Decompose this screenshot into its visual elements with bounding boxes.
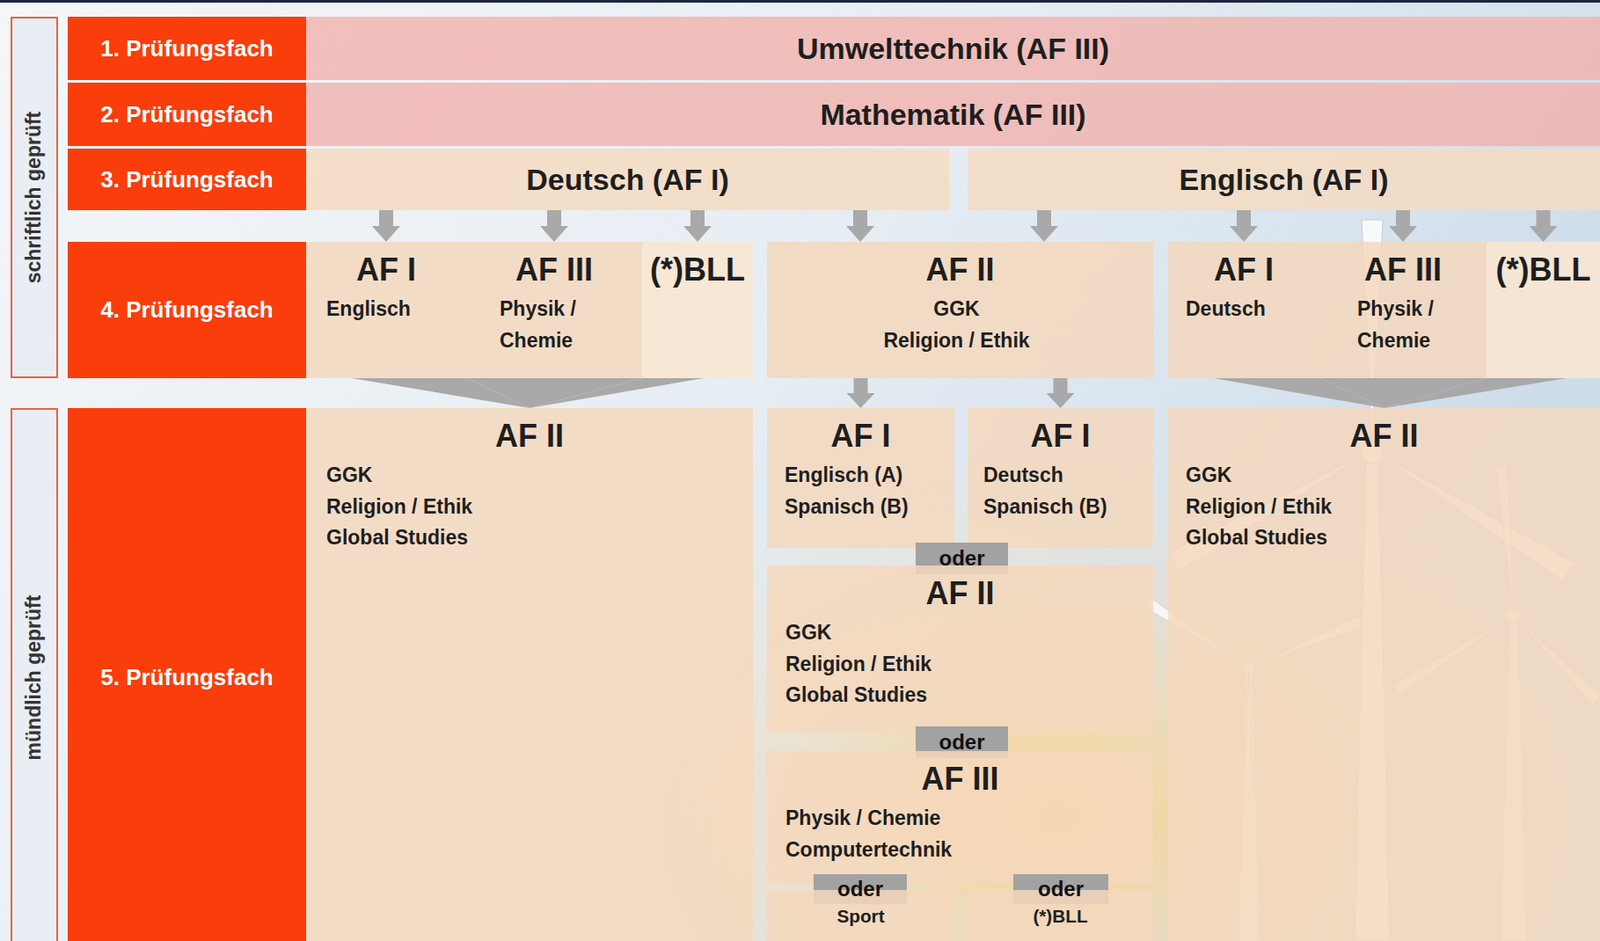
row-label: 1. Prüfungsfach [67, 16, 307, 81]
label-text: 1. Prüfungsfach [100, 35, 273, 63]
subject-text: Physik / Chemie [466, 293, 643, 357]
label-text: Deutsch (AF I) [526, 162, 729, 198]
label-text: 4. Prüfungsfach [100, 296, 273, 324]
subject-box: AF III Physik / Chemie [1319, 241, 1487, 379]
label-text: oder [938, 546, 985, 571]
flow-arrow [372, 210, 401, 242]
subject-text: Spanisch (B) [967, 491, 1154, 524]
row-label: 5. Prüfungsfach [67, 408, 307, 941]
heading-text: AF II [306, 416, 753, 455]
subject-band: Umwelttechnik (AF III) [306, 16, 1600, 81]
label-text: oder [1037, 876, 1084, 902]
subject-text: Physik / Chemie [1319, 293, 1487, 357]
label-text: mündlich geprüft [22, 594, 47, 760]
subject-box: AF I Deutsch [1168, 241, 1320, 379]
flow-arrow [1529, 210, 1558, 242]
heading-text: AF I [1168, 250, 1320, 289]
label-text: 3. Prüfungsfach [100, 166, 273, 194]
subject-text: Deutsch [967, 460, 1154, 492]
label-text: 2. Prüfungsfach [100, 101, 273, 129]
subject-box: AF I Englisch [306, 241, 467, 379]
subject-text: GGK [767, 293, 1154, 326]
label-text: Sport [767, 905, 955, 928]
subject-box: (*)BLL [642, 241, 753, 379]
section-band: mündlich geprüft [10, 408, 59, 941]
row-label: 2. Prüfungsfach [67, 82, 307, 147]
subject-box: (*)BLL [1486, 241, 1600, 379]
heading-text: AF II [767, 574, 1154, 613]
subject-box: AF II GGKReligion / Ethik [767, 241, 1154, 379]
subject-box: AF II GGKReligion / EthikGlobal Studies [767, 565, 1154, 733]
heading-text: AF II [1168, 416, 1600, 455]
heading-text: AF III [767, 759, 1154, 798]
flow-arrow [1046, 378, 1075, 409]
flow-arrow [846, 210, 875, 242]
flow-arrow [540, 210, 569, 242]
heading-text: AF II [767, 250, 1154, 289]
subject-text: Physik / Chemie [767, 803, 1154, 835]
subject-text: Englisch (A) [767, 460, 955, 492]
flow-arrow [1388, 210, 1418, 242]
subject-text: Englisch [306, 293, 467, 326]
subject-box: AF II GGKReligion / EthikGlobal Studies [1168, 408, 1600, 941]
subject-text: Global Studies [767, 679, 1154, 712]
subject-box: AF II GGKReligion / EthikGlobal Studies [306, 408, 753, 941]
heading-text: AF III [466, 250, 643, 289]
subject-box: AF I Englisch (A)Spanisch (B) [767, 408, 955, 548]
flow-arrow [1030, 210, 1059, 242]
row-label: 3. Prüfungsfach [67, 148, 307, 211]
row-label: 4. Prüfungsfach [67, 241, 307, 379]
subject-text: Deutsch [1168, 293, 1320, 326]
subject-text: Religion / Ethik [1168, 491, 1600, 524]
heading-text: AF I [967, 416, 1154, 455]
subject-text: GGK [1168, 460, 1600, 492]
heading-text: (*)BLL [642, 250, 753, 289]
label-text: Englisch (AF I) [1179, 162, 1389, 198]
heading-text: AF I [306, 250, 467, 289]
funnel-arrow [1384, 378, 1568, 409]
label-text: (*)BLL [967, 905, 1154, 928]
heading-text: AF I [767, 416, 955, 455]
label-text: Umwelttechnik (AF III) [796, 31, 1110, 66]
subject-band: Deutsch (AF I) [306, 148, 950, 211]
subject-text: Global Studies [1168, 522, 1600, 555]
subject-text: Religion / Ethik [306, 491, 753, 524]
subject-text: GGK [306, 460, 753, 492]
label-text: oder [938, 730, 985, 755]
heading-text: AF III [1319, 250, 1487, 289]
section-band: schriftlich geprüft [10, 16, 59, 379]
subject-text: Spanisch (B) [767, 491, 955, 524]
subject-box: AF III Physik / Chemie [466, 241, 643, 379]
label-text: Mathematik (AF III) [819, 97, 1086, 132]
subject-text: Global Studies [306, 522, 753, 555]
subject-band: Mathematik (AF III) [306, 82, 1600, 147]
flow-arrow [1229, 210, 1258, 242]
subject-band: Englisch (AF I) [967, 148, 1600, 211]
subject-text: GGK [767, 617, 1154, 650]
subject-text: Religion / Ethik [767, 325, 1154, 358]
subject-text: Computertechnik [767, 834, 1154, 867]
label-text: 5. Prüfungsfach [100, 664, 273, 692]
subject-box: AF III Physik / ChemieComputertechnik [767, 751, 1154, 884]
label-text: oder [837, 876, 884, 902]
flow-arrow [847, 378, 876, 409]
subject-box: AF I DeutschSpanisch (B) [967, 408, 1154, 548]
flow-arrow [683, 210, 712, 242]
funnel-arrow [529, 378, 704, 409]
subject-text: Religion / Ethik [767, 649, 1154, 681]
top-rule [0, 0, 1600, 3]
heading-text: (*)BLL [1486, 250, 1600, 289]
label-text: schriftlich geprüft [22, 111, 47, 285]
